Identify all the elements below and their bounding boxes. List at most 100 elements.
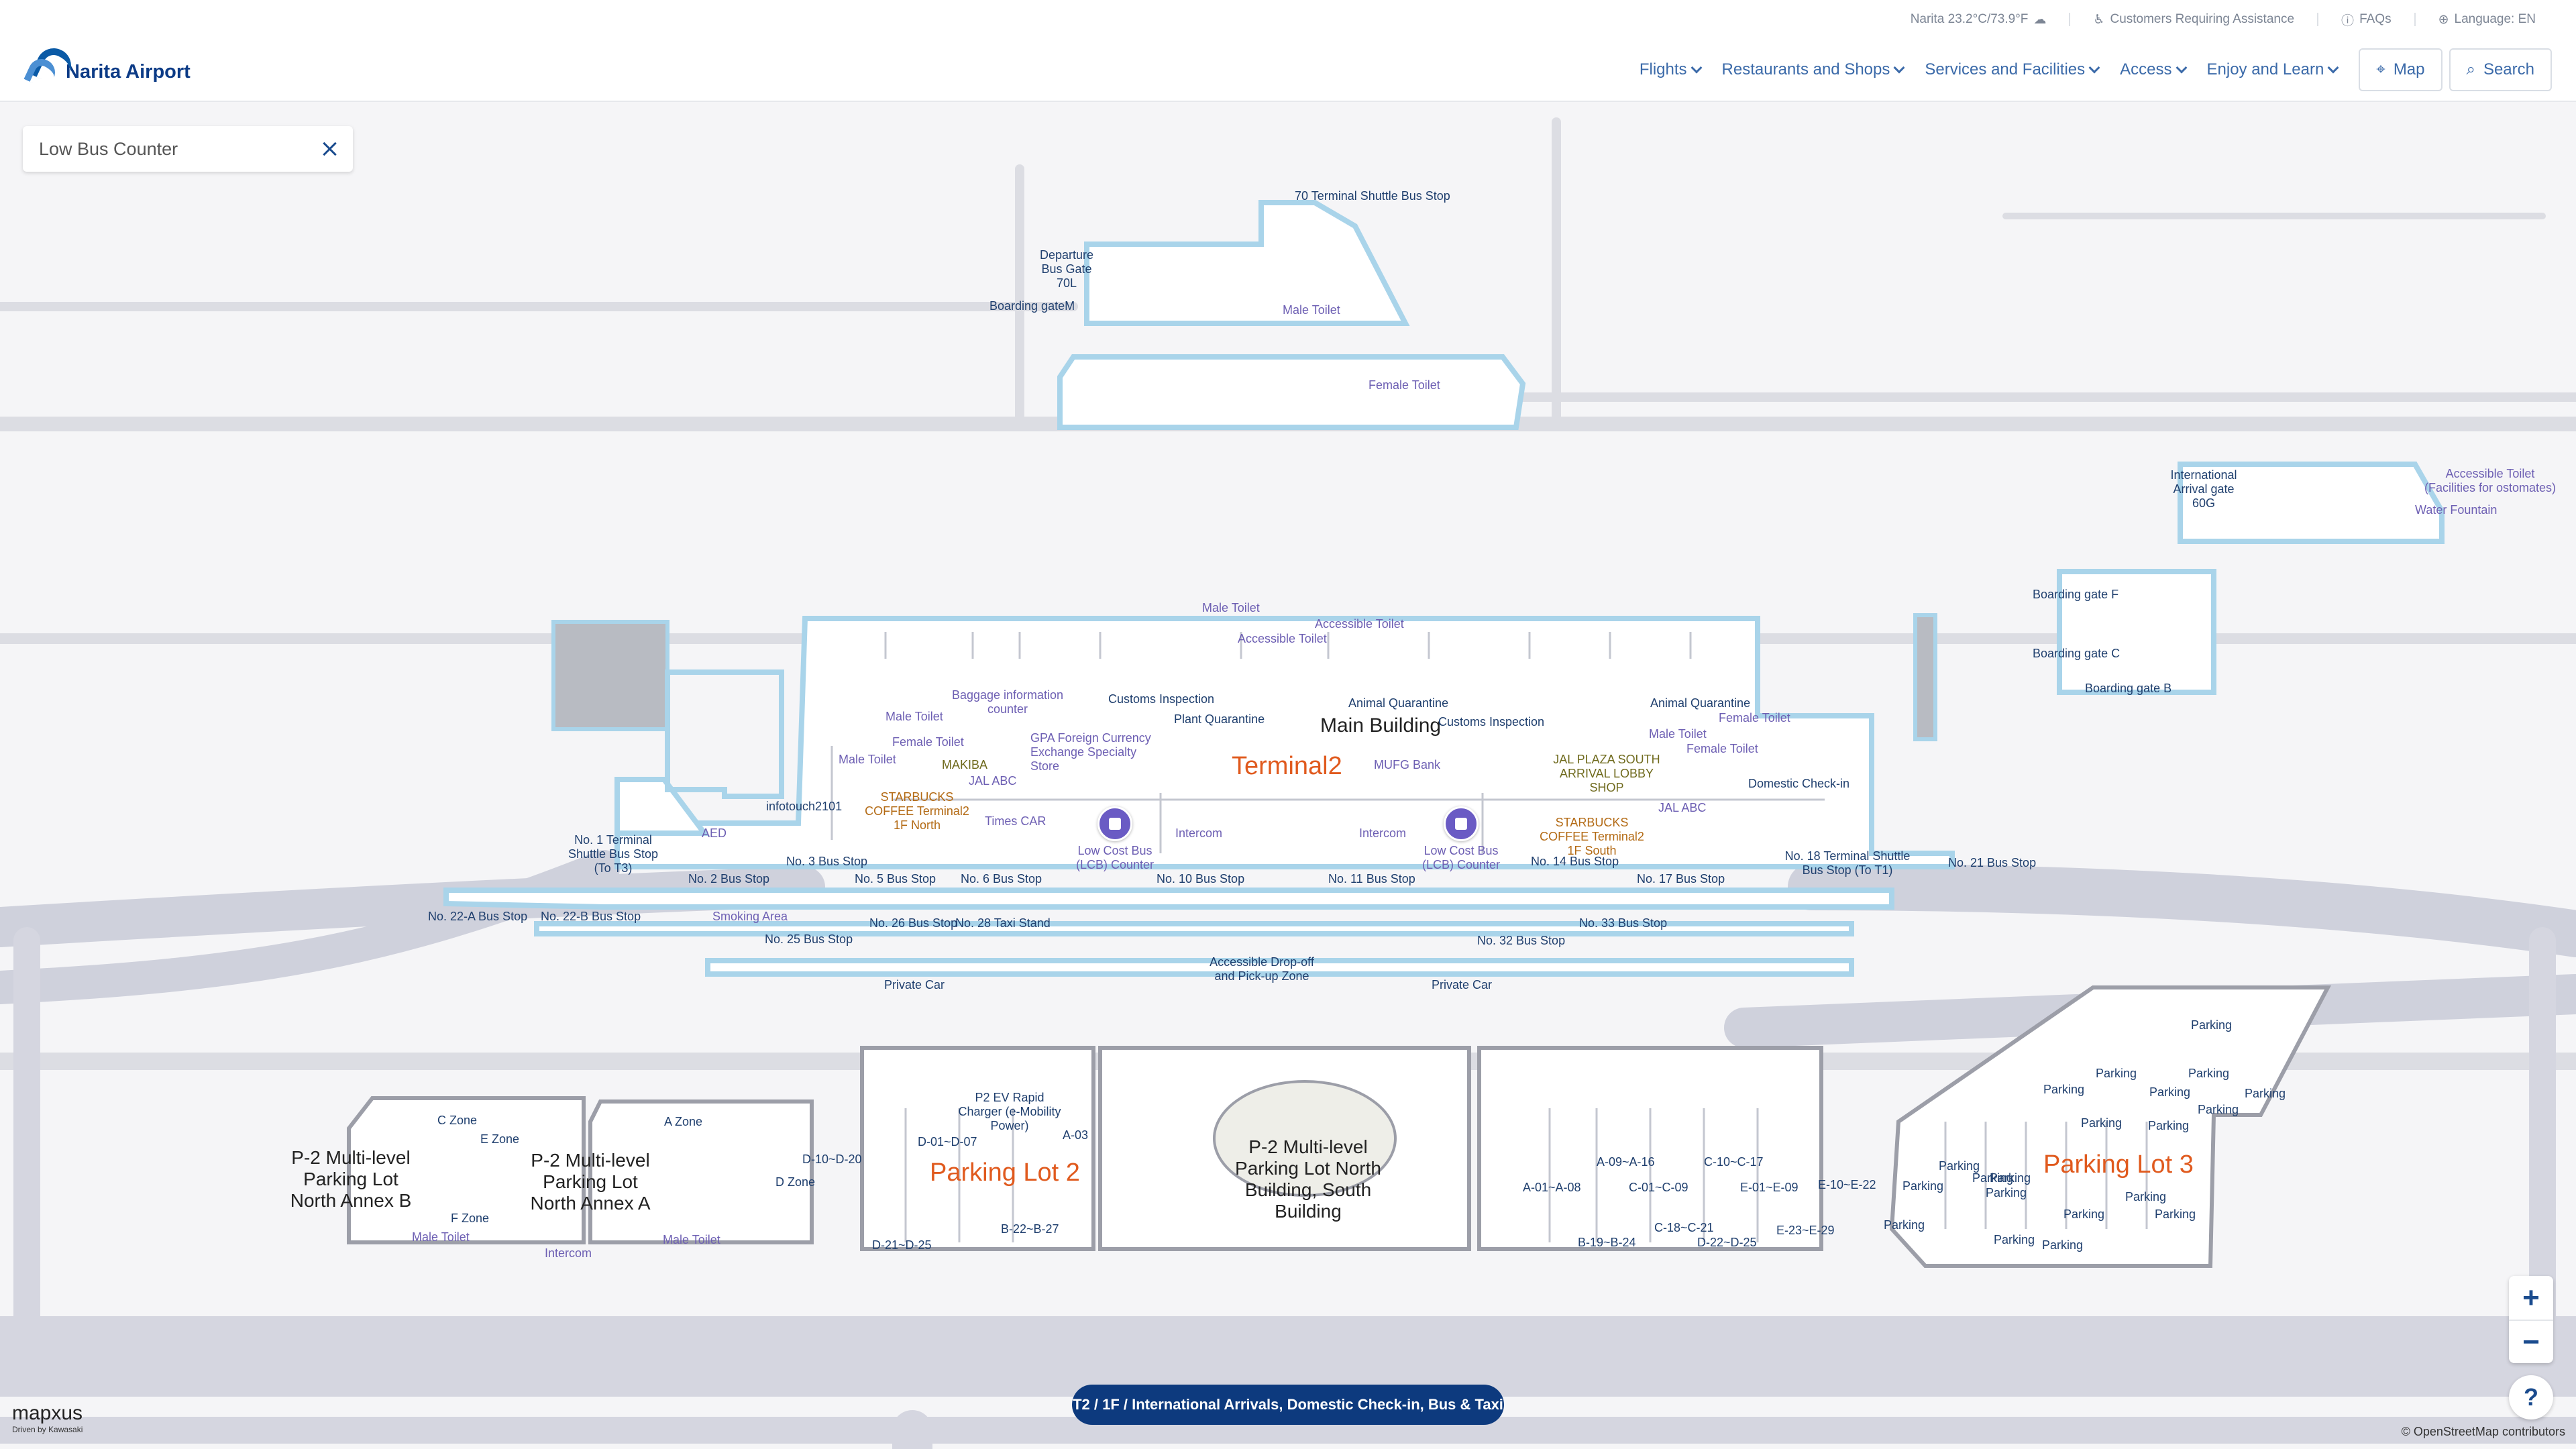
map-label[interactable]: No. 3 Bus Stop (786, 855, 868, 868)
map-label[interactable]: MUFG Bank (1374, 758, 1441, 771)
map-label[interactable]: Parking (2155, 1208, 2196, 1221)
map-label[interactable]: Accessible Toilet (1238, 632, 1327, 645)
map-label[interactable]: No. 33 Bus Stop (1579, 916, 1668, 930)
map-label[interactable]: Customs Inspection (1438, 715, 1545, 729)
map-label[interactable]: D-22~D-25 (1697, 1236, 1757, 1249)
map-label[interactable]: Parking (1972, 1171, 2014, 1185)
map-label[interactable]: Male Toilet (1202, 601, 1260, 614)
nav-access[interactable]: Access (2120, 60, 2187, 79)
zoom-in-button[interactable]: + (2522, 1281, 2540, 1314)
map-label[interactable]: Male Toilet (663, 1233, 720, 1246)
map-label[interactable]: Domestic Check-in (1748, 777, 1850, 790)
zoom-out-button[interactable]: − (2509, 1320, 2553, 1363)
close-icon[interactable] (322, 142, 337, 156)
map-label[interactable]: Female Toilet (892, 735, 964, 749)
map-label[interactable]: No. 32 Bus Stop (1477, 934, 1566, 947)
map-label[interactable]: E-10~E-22 (1818, 1178, 1876, 1191)
map-label[interactable]: Accessible Toilet (Facilities for ostoma… (2424, 467, 2557, 494)
map-label[interactable]: Intercom (545, 1246, 592, 1260)
map-label[interactable]: International Arrival gate 60G (2170, 468, 2237, 510)
map-search-box[interactable]: Low Bus Counter (23, 126, 353, 172)
map-label[interactable]: Animal Quarantine (1650, 696, 1751, 710)
map-label[interactable]: MAKIBA (942, 758, 988, 771)
map-label[interactable]: No. 22-B Bus Stop (541, 910, 641, 923)
map-label[interactable]: E-01~E-09 (1740, 1181, 1799, 1194)
map-label[interactable]: No. 21 Bus Stop (1948, 856, 2037, 869)
map-label[interactable]: No. 25 Bus Stop (765, 932, 853, 946)
map-label[interactable]: Baggage information counter (951, 688, 1064, 716)
map-label[interactable]: D-21~D-25 (872, 1238, 932, 1252)
map-label[interactable]: Parking (2149, 1085, 2191, 1099)
map-label[interactable]: Departure Bus Gate 70L (1039, 248, 1094, 290)
map-label[interactable]: Parking (2042, 1238, 2084, 1252)
nav-enjoy-learn[interactable]: Enjoy and Learn (2207, 60, 2339, 79)
map-label[interactable]: No. 11 Bus Stop (1328, 872, 1415, 885)
map-label[interactable]: C-18~C-21 (1654, 1221, 1714, 1234)
map-label[interactable]: infotouch2101 (766, 800, 843, 813)
map-label[interactable]: Low Cost Bus (LCB) Counter (1075, 844, 1155, 871)
map-label[interactable]: D-10~D-20 (802, 1152, 862, 1166)
map-label[interactable]: JAL ABC (969, 774, 1017, 788)
map-label[interactable]: P2 EV Rapid Charger (e-Mobility Power) (958, 1091, 1061, 1132)
map-label[interactable]: Parking (2188, 1067, 2230, 1080)
map-label[interactable]: GPA Foreign Currency Exchange Specialty … (1030, 731, 1151, 773)
map-label[interactable]: Main Building (1320, 714, 1442, 737)
map-label[interactable]: P-2 Multi-level Parking Lot North Annex … (290, 1147, 412, 1211)
map-label[interactable]: B-19~B-24 (1578, 1236, 1636, 1249)
narita-airport-logo[interactable]: Narita Airport (23, 42, 191, 91)
map-label[interactable]: Parking (1986, 1186, 2027, 1199)
map-label[interactable]: Times CAR (985, 814, 1046, 828)
map-label[interactable]: D-01~D-07 (918, 1135, 977, 1148)
map-label[interactable]: Intercom (1359, 826, 1407, 840)
help-button[interactable]: ? (2509, 1375, 2553, 1419)
map-label[interactable]: JAL ABC (1658, 801, 1707, 814)
nav-services-facilities[interactable]: Services and Facilities (1925, 60, 2100, 79)
language-selector[interactable]: ⊕ Language: EN (2438, 12, 2536, 28)
map-label[interactable]: Male Toilet (1283, 303, 1340, 317)
map-label[interactable]: Female Toilet (1719, 711, 1790, 724)
search-input[interactable]: Low Bus Counter (39, 138, 178, 159)
floor-selector[interactable]: T2 / 1F / International Arrivals, Domest… (1072, 1385, 1504, 1425)
map-label[interactable]: C-10~C-17 (1704, 1155, 1764, 1169)
assistance-link[interactable]: ♿ Customers Requiring Assistance (2093, 12, 2294, 28)
map-label[interactable]: JAL PLAZA SOUTH ARRIVAL LOBBY SHOP (1553, 753, 1660, 794)
map-label[interactable]: Animal Quarantine (1348, 696, 1449, 710)
map-label[interactable]: Private Car (884, 978, 945, 991)
map-label[interactable]: A Zone (664, 1115, 703, 1128)
map-label[interactable]: Boarding gate C (2033, 647, 2121, 660)
map-label[interactable]: Water Fountain (2415, 503, 2498, 517)
faqs-link[interactable]: ⓘ FAQs (2341, 11, 2392, 29)
map-label[interactable]: STARBUCKS COFFEE Terminal2 1F South (1540, 816, 1644, 857)
nav-flights[interactable]: Flights (1640, 60, 1703, 79)
map-label[interactable]: E Zone (480, 1132, 520, 1146)
map-label[interactable]: P-2 Multi-level Parking Lot North Annex … (530, 1150, 651, 1214)
map-label[interactable]: Parking (2245, 1087, 2286, 1100)
map-label[interactable]: 70 Terminal Shuttle Bus Stop (1295, 189, 1450, 203)
map-label[interactable]: Intercom (1175, 826, 1223, 840)
map-label[interactable]: Parking (1939, 1159, 1980, 1173)
map-label[interactable]: Low Cost Bus (LCB) Counter (1421, 844, 1501, 871)
map-label[interactable]: C Zone (437, 1114, 478, 1127)
nav-restaurants-shops[interactable]: Restaurants and Shops (1722, 60, 1905, 79)
map-button[interactable]: ⌖Map (2359, 48, 2443, 91)
map-label[interactable]: No. 22-A Bus Stop (428, 910, 528, 923)
lcb-counter-pin[interactable] (1444, 806, 1479, 841)
map-label[interactable]: Parking (2148, 1119, 2190, 1132)
map-label[interactable]: Boarding gate B (2085, 682, 2172, 695)
map-label[interactable]: Parking (1902, 1179, 1944, 1193)
map-label[interactable]: E-23~E-29 (1776, 1224, 1835, 1237)
map-label[interactable]: Parking (2198, 1103, 2239, 1116)
map-label[interactable]: No. 6 Bus Stop (961, 872, 1042, 885)
map-label[interactable]: A-03 (1063, 1128, 1089, 1142)
map-label[interactable]: Boarding gateM (989, 299, 1075, 313)
map-label[interactable]: Male Toilet (839, 753, 896, 766)
search-button[interactable]: ⌕Search (2449, 48, 2552, 91)
map-label[interactable]: Parking (2096, 1067, 2137, 1080)
map-label[interactable]: No. 26 Bus Stop (869, 916, 958, 930)
lcb-counter-pin[interactable] (1097, 806, 1132, 841)
map-label[interactable]: No. 28 Taxi Stand (955, 916, 1051, 930)
map-label[interactable]: Male Toilet (885, 710, 943, 723)
map-label[interactable]: Private Car (1432, 978, 1493, 991)
map-label[interactable]: Parking (2063, 1208, 2105, 1221)
map-label[interactable]: A-09~A-16 (1597, 1155, 1655, 1169)
